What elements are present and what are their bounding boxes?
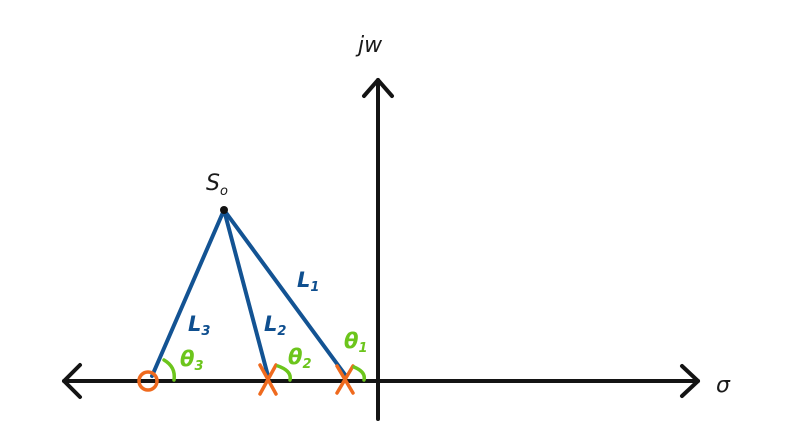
angle-letter-theta2: θ: [288, 345, 302, 369]
imaginary-axis: [362, 78, 394, 421]
test-point-subscript: o: [220, 184, 228, 199]
vector-subscript-l2: 2: [277, 324, 286, 339]
angle-label-theta1: θ1: [344, 329, 367, 356]
vector-l3: [150, 208, 226, 378]
zero-marker: [137, 370, 159, 392]
real-axis-label: σ: [716, 373, 731, 398]
vector-subscript-l1: 1: [310, 280, 319, 295]
pole-marker-left: [258, 363, 278, 396]
vector-l2: [222, 208, 270, 378]
angle-label-theta2: θ2: [288, 345, 311, 372]
test-point-label: So: [206, 171, 228, 199]
vector-label-l1: L1: [297, 268, 319, 295]
imaginary-axis-label: jw: [355, 33, 383, 58]
test-point-letter: S: [206, 171, 220, 196]
angle-letter-theta1: θ: [344, 329, 358, 353]
vector-letter-l2: L: [264, 312, 277, 336]
pole-marker-right: [335, 364, 355, 395]
real-axis-left-arrowhead: [62, 363, 82, 399]
imaginary-axis-arrowhead: [362, 78, 394, 98]
angle-arc-theta2: [276, 364, 292, 382]
angle-arc-theta3: [162, 358, 177, 382]
vector-subscript-l3: 3: [201, 324, 210, 339]
real-axis-right-arrowhead: [680, 364, 700, 398]
vector-letter-l1: L: [297, 268, 310, 292]
vector-letter-l3: L: [188, 312, 201, 336]
angle-subscript-theta3: 3: [194, 359, 203, 374]
angle-subscript-theta1: 1: [358, 341, 367, 356]
angle-label-theta3: θ3: [180, 347, 203, 374]
real-axis: [62, 363, 700, 399]
vector-label-l3: L3: [188, 312, 210, 339]
vector-label-l2: L2: [264, 312, 286, 339]
angle-arc-theta1: [352, 365, 367, 382]
angle-subscript-theta2: 2: [302, 357, 311, 372]
angle-letter-theta3: θ: [180, 347, 194, 371]
vector-l1: [222, 208, 348, 378]
test-point-s0: [220, 206, 228, 214]
